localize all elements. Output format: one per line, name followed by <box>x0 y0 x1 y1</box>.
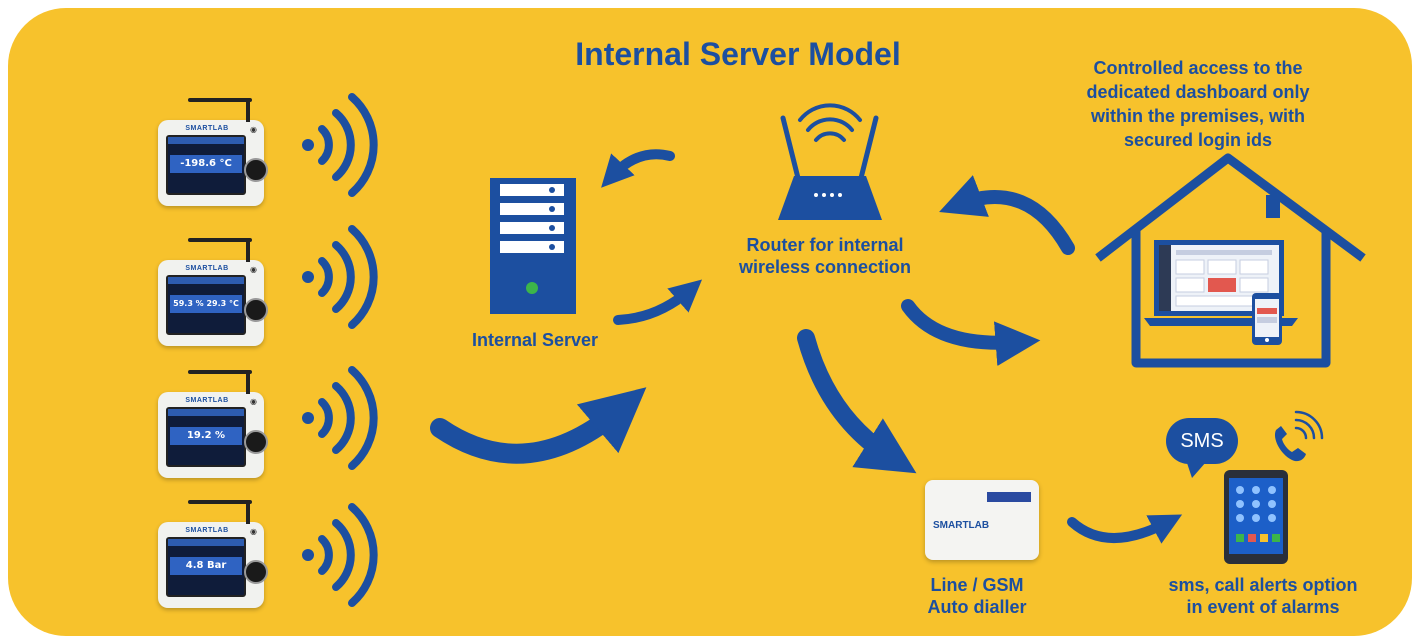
wireless-signal-icon <box>302 93 378 197</box>
router-icon <box>778 103 882 220</box>
antenna-stem <box>246 98 250 122</box>
device-screen: 4.8 Bar <box>166 537 246 597</box>
sensor-device-2: SMARTLAB ◉ 59.3 % 29.3 °C <box>158 238 268 346</box>
antenna-icon <box>188 98 252 102</box>
diagram-title: Internal Server Model <box>575 36 901 72</box>
screen-status-bar <box>168 277 244 284</box>
probe-connector <box>244 298 268 322</box>
dialler-label-line-2: Auto dialler <box>927 597 1027 617</box>
sms-bubble-tail <box>1186 460 1206 478</box>
device-reading: 19.2 % <box>170 427 242 445</box>
dialler-brand: SMARTLAB <box>933 520 990 531</box>
wifi-icon: ◉ <box>250 527 257 536</box>
access-label-line-3: within the premises, with <box>1090 106 1306 126</box>
server-icon <box>490 178 576 314</box>
antenna-icon <box>188 370 252 374</box>
diagram-artwork <box>302 93 1366 607</box>
arrow-icon <box>430 149 1183 544</box>
device-reading: 59.3 % 29.3 °C <box>170 295 242 313</box>
antenna-icon <box>188 500 252 504</box>
sensor-device-4: SMARTLAB ◉ 4.8 Bar <box>158 500 268 608</box>
device-reading: 4.8 Bar <box>170 557 242 575</box>
router-label-line-2: wireless connection <box>738 257 912 277</box>
device-brand: SMARTLAB <box>185 397 229 404</box>
antenna-stem <box>246 238 250 262</box>
call-icon <box>1274 410 1324 462</box>
wifi-icon: ◉ <box>250 125 257 134</box>
device-brand: SMARTLAB <box>185 265 229 272</box>
alerts-label-line-2: in event of alarms <box>1186 597 1340 617</box>
antenna-stem <box>246 500 250 524</box>
access-label: Controlled access to the dedicated dashb… <box>1048 56 1348 152</box>
router-label-line-1: Router for internal <box>746 235 904 255</box>
access-label-line-2: dedicated dashboard only <box>1086 82 1310 102</box>
sensor-device-1: SMARTLAB ◉ -198.6 °C <box>158 98 268 206</box>
device-screen: -198.6 °C <box>166 135 246 195</box>
phone-icon <box>1252 293 1282 345</box>
router-label: Router for internal wireless connection <box>700 234 950 278</box>
probe-connector <box>244 158 268 182</box>
access-label-line-4: secured login ids <box>1123 130 1273 150</box>
internal-server-label: Internal Server <box>471 330 599 350</box>
auto-dialler-device: SMARTLAB <box>925 480 1039 560</box>
diagram-panel: Internal Server Model SMARTLAB ◉ -198.6 … <box>8 8 1412 636</box>
dialler-label: Line / GSM Auto dialler <box>902 574 1052 618</box>
screen-status-bar <box>168 539 244 546</box>
alerts-label: sms, call alerts option in event of alar… <box>1138 574 1388 618</box>
antenna-icon <box>188 238 252 242</box>
sms-icon: SMS <box>1166 418 1238 464</box>
wireless-signal-icon <box>302 225 378 329</box>
screen-status-bar <box>168 137 244 144</box>
wireless-signal-icon <box>302 366 378 470</box>
device-screen: 19.2 % <box>166 407 246 467</box>
wireless-signal-icon <box>302 503 378 607</box>
device-reading: -198.6 °C <box>170 155 242 173</box>
wifi-icon: ◉ <box>250 397 257 406</box>
dialler-lcd <box>987 492 1031 502</box>
tablet-icon <box>1224 470 1288 564</box>
antenna-stem <box>246 370 250 394</box>
alerts-label-line-1: sms, call alerts option <box>1168 575 1358 595</box>
device-brand: SMARTLAB <box>185 125 229 132</box>
probe-connector <box>244 560 268 584</box>
house-icon <box>1095 153 1366 368</box>
probe-connector <box>244 430 268 454</box>
screen-status-bar <box>168 409 244 416</box>
device-brand: SMARTLAB <box>185 527 229 534</box>
wifi-icon: ◉ <box>250 265 257 274</box>
sensor-device-3: SMARTLAB ◉ 19.2 % <box>158 370 268 478</box>
dialler-label-line-1: Line / GSM <box>930 575 1024 595</box>
access-label-line-1: Controlled access to the <box>1093 58 1303 78</box>
